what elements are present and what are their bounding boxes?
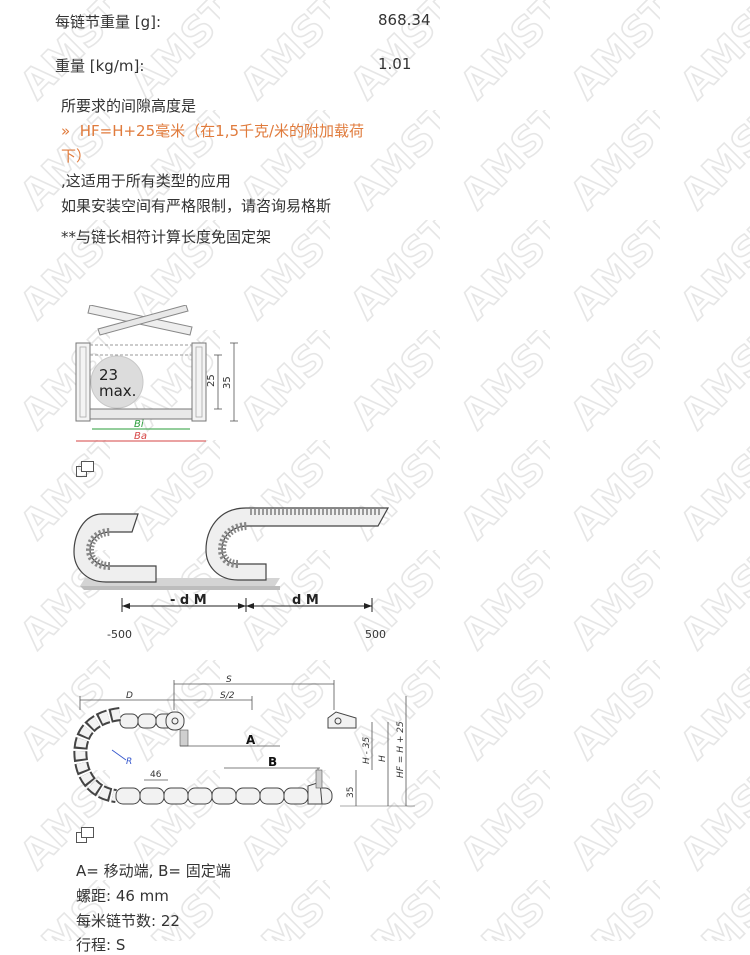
caption-stroke: 行程: S: [76, 936, 126, 954]
bullet-icon: »: [61, 122, 71, 140]
dim-35: 35: [222, 376, 233, 389]
formula-text-1: HF=H+25毫米（在1,5千克/米的附加载荷: [79, 122, 365, 140]
dim-d: D: [126, 691, 133, 701]
neg-travel-label: - d M: [170, 593, 207, 608]
inner-size-value: 23: [99, 366, 118, 384]
applies-note: ,这适用于所有类型的应用: [61, 172, 231, 190]
formula-line-1: » HF=H+25毫米（在1,5千克/米的附加载荷: [61, 120, 364, 141]
weight-per-link-value: 868.34: [378, 11, 431, 29]
caption-ab: A= 移动端, B= 固定端: [76, 862, 231, 880]
consult-note: 如果安装空间有严格限制，请咨询易格斯: [61, 197, 332, 215]
dim-h: H: [378, 755, 388, 762]
label-b: B: [268, 755, 277, 769]
dim-s: S: [226, 675, 232, 685]
expand-icon[interactable]: [76, 461, 94, 477]
dim-35-side: 35: [346, 787, 356, 798]
caption-links-per-m: 每米链节数: 22: [76, 912, 180, 930]
pos-travel-value: 500: [365, 628, 386, 641]
side-view-diagram: S S/2 D A R B 46 35 H - 35: [73, 675, 415, 807]
clearance-title: 所要求的间隙高度是: [61, 97, 197, 115]
pos-travel-label: d M: [292, 593, 319, 608]
label-r: R: [126, 757, 132, 767]
weight-per-meter-label: 重量 [kg/m]:: [55, 57, 145, 75]
caption-pitch: 螺距: 46 mm: [76, 887, 169, 905]
dim-25: 25: [206, 374, 217, 387]
neg-travel-value: -500: [107, 628, 132, 641]
dim-hf: HF = H + 25: [396, 721, 406, 778]
dim-h-35: H - 35: [362, 737, 372, 764]
calc-note: **与链长相符计算长度免固定架: [61, 228, 272, 246]
ba-label: Ba: [134, 431, 147, 442]
dim-s2: S/2: [220, 691, 235, 701]
bi-label: Bi: [134, 419, 144, 430]
inner-size-unit: max.: [99, 382, 136, 400]
weight-per-link-label: 每链节重量 [g]:: [55, 13, 162, 31]
weight-per-meter-value: 1.01: [378, 55, 412, 73]
cross-section-diagram: 23 max. 25 35 Bi Ba: [75, 305, 238, 442]
label-a: A: [246, 733, 256, 747]
dim-pitch: 46: [150, 770, 162, 780]
formula-line-2: 下）: [61, 147, 92, 165]
travel-diagram: - d M d M: [73, 507, 390, 612]
expand-icon[interactable]: [76, 827, 94, 843]
